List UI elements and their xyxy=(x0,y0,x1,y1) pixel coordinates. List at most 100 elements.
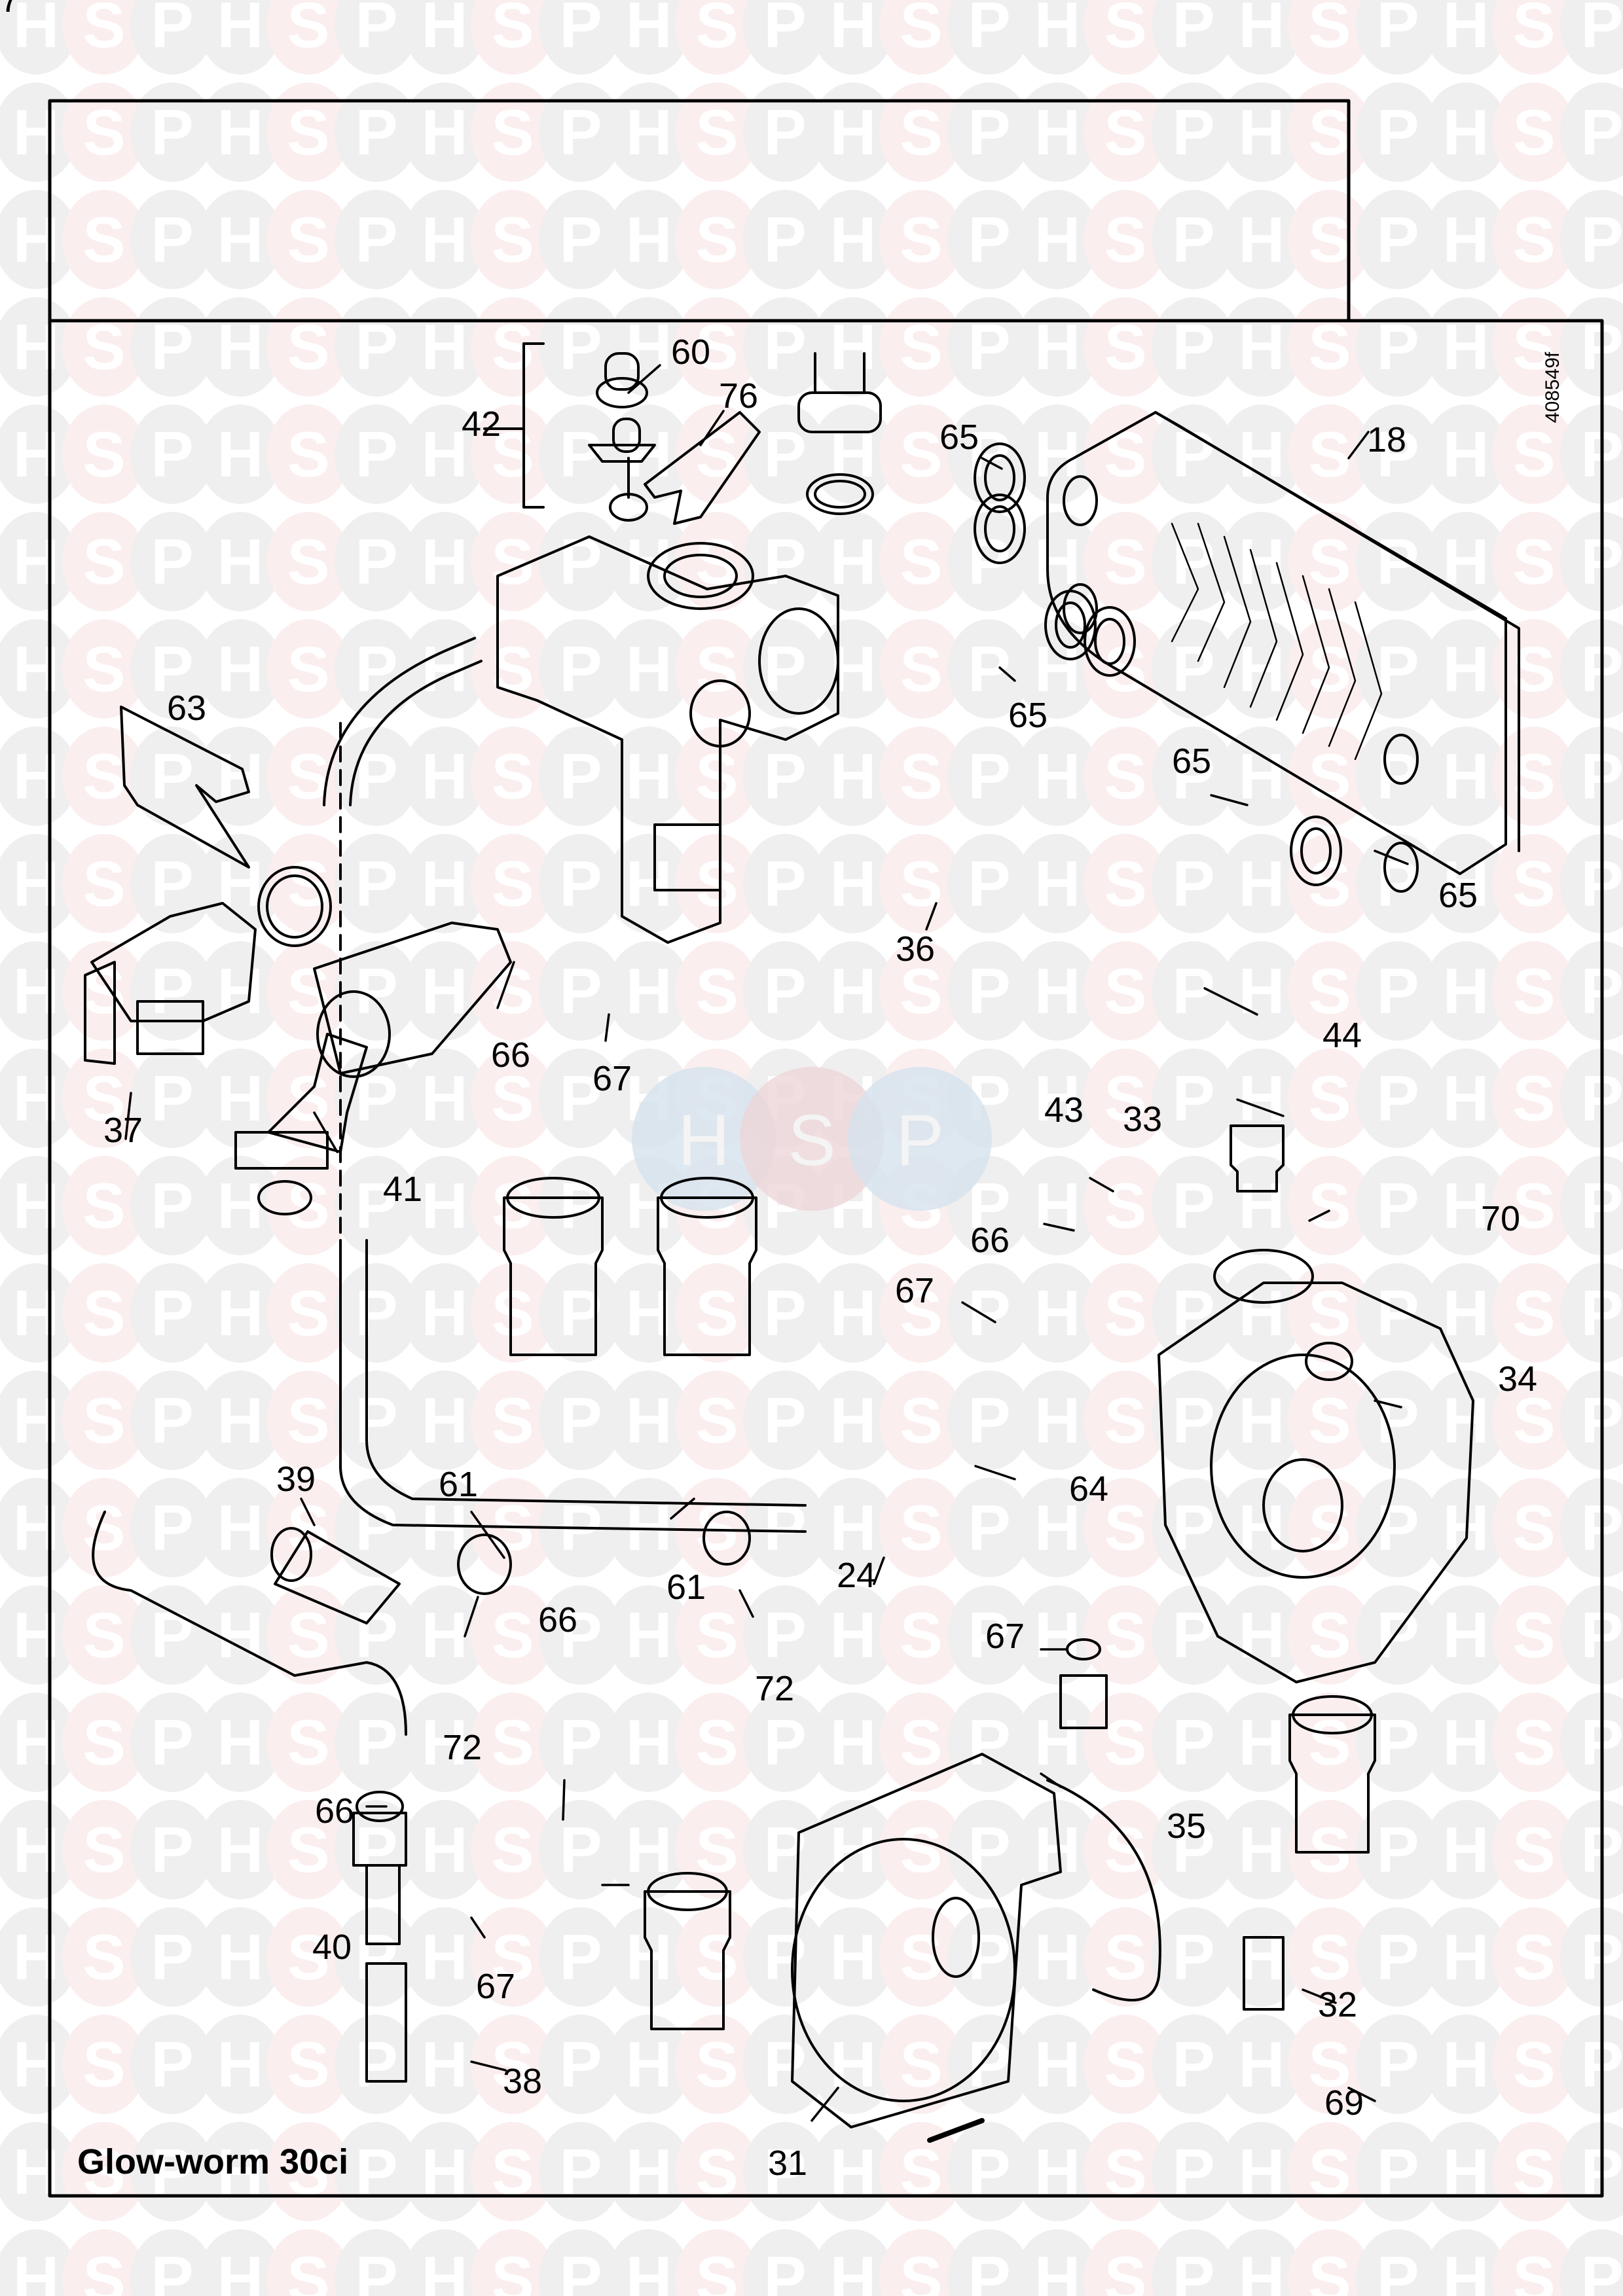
watermark-letter: P xyxy=(1376,204,1419,276)
watermark-circle xyxy=(335,1585,418,1685)
watermark-letter: H xyxy=(1443,955,1489,1027)
watermark-circle xyxy=(879,834,963,933)
watermark-circle xyxy=(743,834,827,933)
callout-label-63[interactable]: 63 xyxy=(166,689,207,728)
callout-label-67[interactable]: 67 xyxy=(894,1271,935,1310)
callout-label-61[interactable]: 61 xyxy=(666,1568,706,1607)
watermark-circle xyxy=(1356,2229,1440,2296)
callout-label-40[interactable]: 40 xyxy=(312,1928,352,1967)
watermark-circle xyxy=(198,2015,282,2114)
callout-label-31[interactable]: 31 xyxy=(767,2144,808,2183)
small-parts xyxy=(92,1511,1285,2143)
watermark-circle xyxy=(1220,2015,1304,2114)
watermark-circle xyxy=(947,1800,1031,1899)
watermark-circle xyxy=(1015,834,1099,933)
callout-label-65[interactable]: 65 xyxy=(939,418,979,457)
watermark-letter: H xyxy=(1034,1706,1081,1778)
watermark-circle xyxy=(1084,2015,1167,2114)
watermark-circle xyxy=(1015,404,1099,504)
watermark-circle xyxy=(403,1371,486,1470)
callout-label-34[interactable]: 34 xyxy=(1497,1359,1538,1399)
callout-label-36[interactable]: 36 xyxy=(895,929,936,969)
callout-label-24[interactable]: 24 xyxy=(836,1556,877,1595)
callout-label-38[interactable]: 38 xyxy=(502,2062,543,2101)
watermark-circle xyxy=(1560,2229,1623,2296)
watermark-letter: S xyxy=(695,2028,738,2100)
callout-label-39[interactable]: 39 xyxy=(276,1460,316,1499)
watermark-circle xyxy=(1492,0,1576,75)
callout-label-65[interactable]: 65 xyxy=(1008,696,1048,735)
callout-label-67[interactable]: 67 xyxy=(0,0,20,20)
watermark-circle xyxy=(947,834,1031,933)
callout-label-61[interactable]: 61 xyxy=(438,1465,479,1504)
watermark-letter: P xyxy=(763,955,806,1027)
callout-label-41[interactable]: 41 xyxy=(382,1170,423,1209)
callout-label-66[interactable]: 66 xyxy=(490,1035,531,1075)
watermark-letter: S xyxy=(1512,1599,1555,1671)
watermark-letter: P xyxy=(1580,2243,1623,2296)
callout-label-69[interactable]: 69 xyxy=(1324,2083,1364,2123)
callout-label-72[interactable]: 72 xyxy=(442,1728,483,1767)
callout-label-70[interactable]: 70 xyxy=(1480,1199,1521,1238)
callout-label-42[interactable]: 42 xyxy=(461,404,501,444)
callout-label-66[interactable]: 66 xyxy=(538,1600,578,1640)
callout-label-76[interactable]: 76 xyxy=(718,376,759,416)
watermark-circle xyxy=(1356,1156,1440,1255)
watermark-circle xyxy=(403,834,486,933)
callout-label-64[interactable]: 64 xyxy=(1068,1469,1109,1509)
watermark-circle xyxy=(607,619,691,719)
watermark-letter: P xyxy=(1172,0,1214,61)
watermark-letter: S xyxy=(695,204,738,276)
callout-label-60[interactable]: 60 xyxy=(670,332,711,372)
watermark-circle xyxy=(1560,82,1623,182)
watermark-circle xyxy=(947,941,1031,1041)
watermark-circle xyxy=(0,1800,78,1899)
callout-label-66[interactable]: 66 xyxy=(314,1791,355,1831)
watermark-circle xyxy=(1356,82,1440,182)
callout-label-43[interactable]: 43 xyxy=(1044,1090,1084,1130)
watermark-letter: S xyxy=(1104,1062,1146,1134)
watermark-letter: H xyxy=(1443,1706,1489,1778)
watermark-circle xyxy=(1152,512,1235,611)
callout-label-37[interactable]: 37 xyxy=(103,1111,143,1150)
watermark-circle xyxy=(1288,1693,1372,1792)
watermark-circle xyxy=(1492,1478,1576,1577)
watermark-circle xyxy=(198,1800,282,1899)
callout-label-67[interactable]: 67 xyxy=(475,1967,516,2006)
watermark-circle xyxy=(62,1907,146,2007)
watermark-circle xyxy=(1424,190,1508,289)
watermark-letter: S xyxy=(900,740,942,812)
watermark-circle xyxy=(1560,1263,1623,1363)
watermark-letter: P xyxy=(559,2028,602,2100)
watermark-letter: S xyxy=(287,2028,329,2100)
callout-label-72[interactable]: 72 xyxy=(754,1669,795,1708)
watermark-letter: H xyxy=(422,955,468,1027)
callout-label-18[interactable]: 18 xyxy=(1366,420,1407,459)
watermark-letter: P xyxy=(968,1492,1010,1564)
callout-label-33[interactable]: 33 xyxy=(1122,1100,1163,1139)
watermark-letter: S xyxy=(491,1706,534,1778)
watermark-circle xyxy=(1220,834,1304,933)
callout-label-35[interactable]: 35 xyxy=(1166,1806,1207,1846)
callout-label-67[interactable]: 67 xyxy=(985,1617,1025,1656)
watermark-letter: H xyxy=(1443,1384,1489,1456)
watermark-circle xyxy=(266,941,350,1041)
watermark-letter: P xyxy=(355,1706,397,1778)
watermark-circle xyxy=(1084,82,1167,182)
watermark-letter: S xyxy=(695,848,738,920)
callout-label-32[interactable]: 32 xyxy=(1317,1985,1358,2024)
watermark-letter: P xyxy=(151,418,193,490)
watermark-letter: H xyxy=(13,1384,60,1456)
watermark-letter: S xyxy=(491,848,534,920)
watermark-letter: P xyxy=(968,740,1010,812)
watermark-circle xyxy=(198,1585,282,1685)
watermark-letter: S xyxy=(491,1921,534,1993)
callout-label-66[interactable]: 66 xyxy=(970,1221,1010,1260)
callout-label-65[interactable]: 65 xyxy=(1171,742,1212,781)
watermark-circle xyxy=(607,941,691,1041)
callout-label-44[interactable]: 44 xyxy=(1322,1016,1362,1055)
watermark-letter: S xyxy=(1104,2028,1146,2100)
callout-label-65[interactable]: 65 xyxy=(1438,876,1478,915)
callout-label-67[interactable]: 67 xyxy=(592,1059,632,1098)
